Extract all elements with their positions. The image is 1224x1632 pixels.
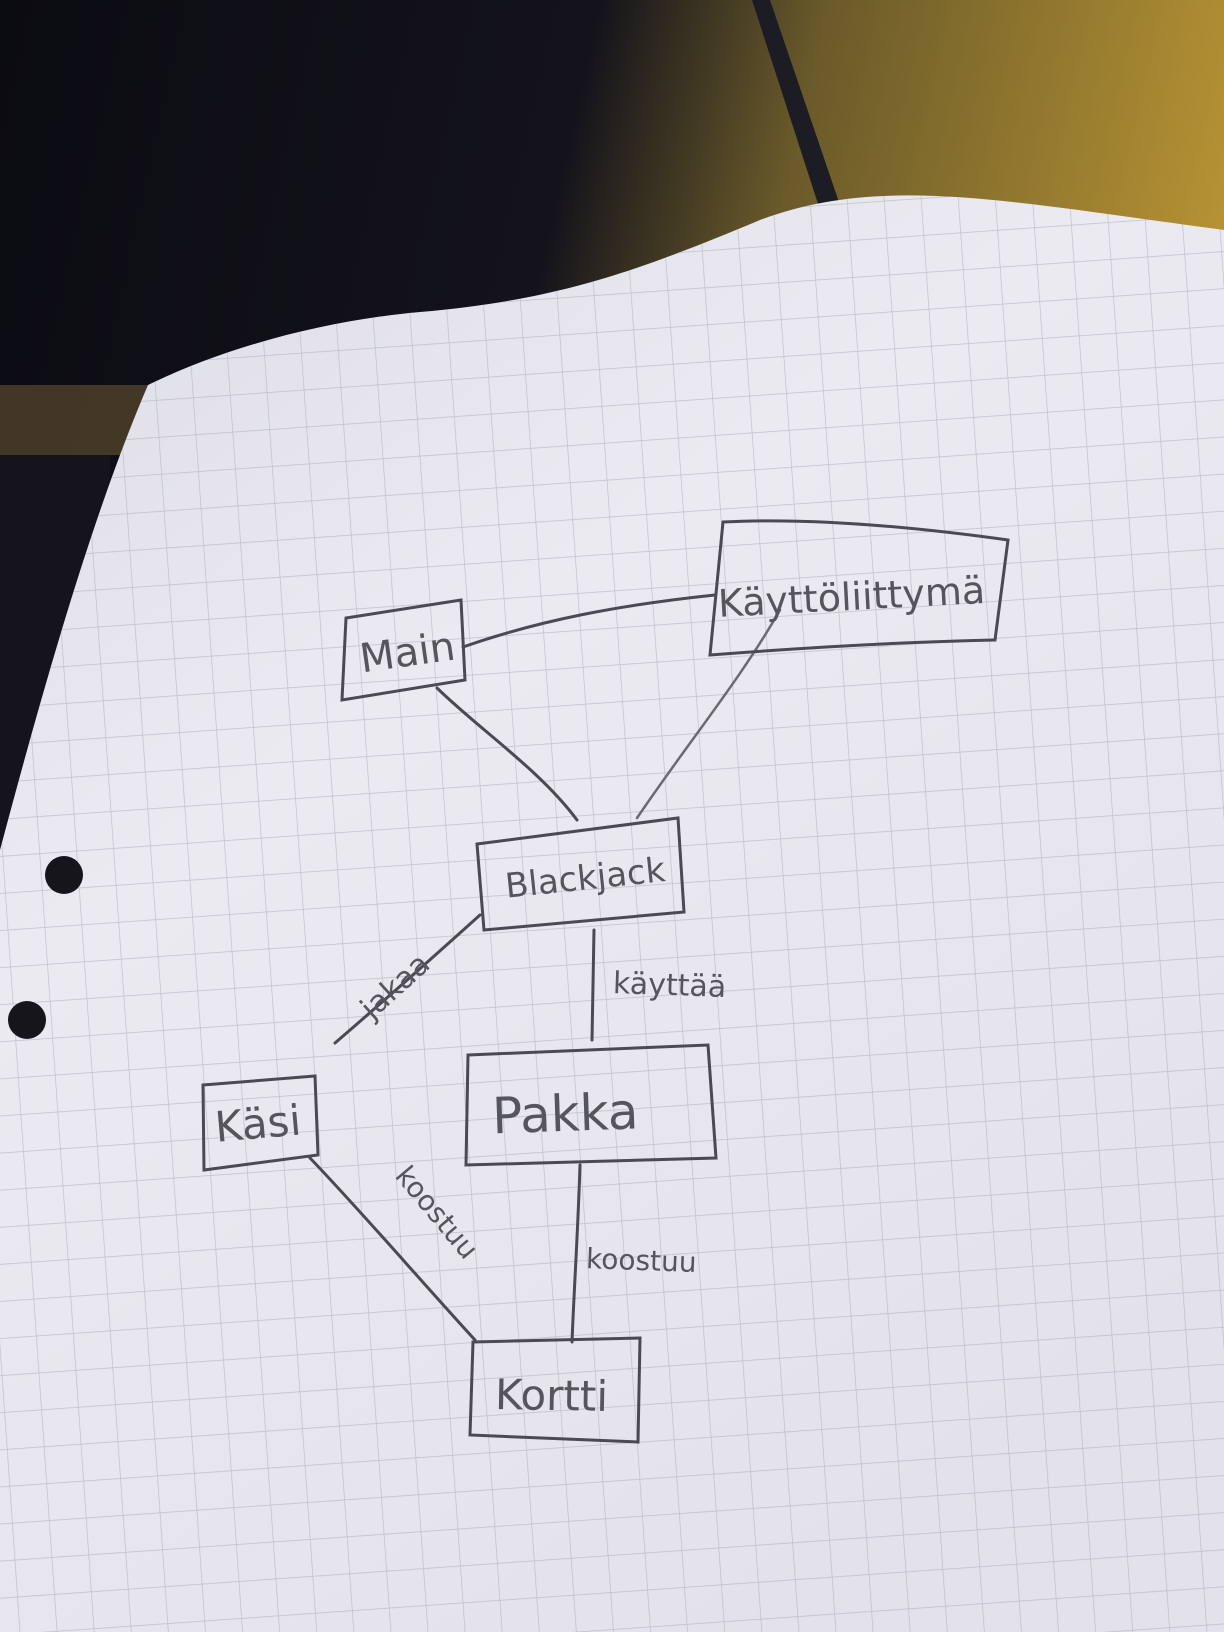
node-label-kortti: Kortti (495, 1370, 609, 1421)
diagram-nodes (201, 519, 1010, 1444)
node-box-blackjack (475, 816, 686, 932)
edge-label-kayttaa: käyttää (612, 966, 726, 1005)
paper-sheet (0, 195, 1224, 1632)
node-box-main (340, 598, 467, 702)
node-box-pakka (464, 1043, 718, 1167)
binder-hole (45, 856, 83, 894)
node-box-kasi (201, 1074, 320, 1172)
node-label-kasi: Käsi (213, 1096, 303, 1152)
node-label-pakka: Pakka (491, 1082, 639, 1145)
lamp-edge (752, 0, 840, 210)
edge-label-koostuu-pakka: koostuu (586, 1242, 698, 1279)
diagram-edges (308, 593, 782, 1344)
edge-main-blackjack (435, 686, 579, 822)
binder-hole (8, 1001, 46, 1039)
node-box-kortti (468, 1336, 642, 1444)
edge-blackjack-pakka (590, 928, 596, 1042)
edge-kayttoliittyma-blackjack (635, 608, 782, 820)
edge-blackjack-kasi (333, 913, 482, 1045)
edge-kasi-kortti (308, 1156, 477, 1342)
edge-pakka-kortti (570, 1163, 582, 1344)
grid (0, 195, 1224, 1632)
node-box-kayttoliittyma (708, 519, 1010, 657)
edge-main-kayttoliittyma (461, 593, 717, 649)
